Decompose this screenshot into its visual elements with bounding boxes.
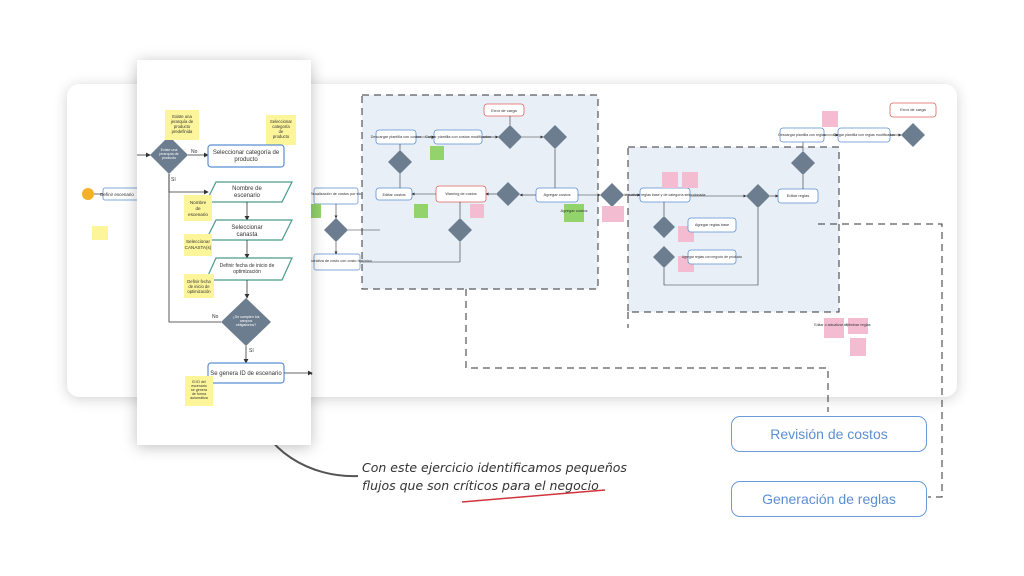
decision-costos-6 [448, 218, 472, 242]
visualizacion-costos-box [313, 187, 359, 205]
annotation-text: Con este ejercicio identificamos pequeño… [362, 459, 642, 495]
comparativa-text: Comparativa de costo con costo histórico [302, 259, 371, 263]
left-sticky [92, 226, 108, 240]
decision-reglas-4 [791, 151, 815, 175]
costos-green-sticky-2 [430, 146, 444, 160]
descargar-reglas-text: Descargar plantilla con reglas [778, 133, 826, 137]
decision-reglas-5 [901, 123, 925, 147]
error-carga-costos [483, 103, 525, 117]
eliminar-reglas-sticky [848, 318, 868, 334]
descargar-plantilla-text: Descargar plantilla con costos [371, 135, 422, 139]
annotation-underline [461, 489, 606, 503]
decision-costos-1 [324, 218, 348, 242]
connector-generacion-reglas [818, 223, 943, 498]
reglas-pink-sticky-2 [682, 172, 698, 188]
zoomed-panel [137, 60, 311, 445]
agregar-costos-sticky [564, 204, 584, 222]
error-carga-reglas-text: Error de carga [900, 107, 926, 112]
editar-reglas-sticky-text: Editar o actualizar reglas [814, 323, 854, 327]
cargar-reglas-text: Cargar plantilla con reglas modificadas [833, 133, 895, 137]
cargar-plantilla-text: Cargar plantilla con costos modificados [425, 135, 491, 139]
visualizar-reglas-sticky [662, 172, 678, 188]
decision-central [600, 183, 624, 207]
central-pink-sticky [602, 206, 624, 222]
visualizar-reglas-text: Visualizar reglas base y de categoría se… [625, 193, 706, 197]
reglas-pink-sticky-5 [822, 111, 838, 127]
start-node [82, 188, 94, 200]
decision-reglas-2 [653, 246, 675, 268]
editar-costos-text: Editar costos [382, 192, 405, 197]
costos-green-sticky-1 [311, 204, 321, 218]
error-carga-costos-text: Error de carga [491, 108, 517, 113]
agregar-reglas-negocio-box [687, 249, 737, 265]
agregar-reglas-base-box [687, 217, 737, 233]
decision-costos-5 [496, 182, 520, 206]
annotation-line-2b: críticos para el negocio [453, 478, 599, 493]
costos-green-sticky-3 [414, 204, 428, 218]
costos-pink-sticky [470, 204, 484, 218]
reglas-pink-sticky-6 [850, 338, 866, 356]
decision-costos-4 [388, 150, 412, 174]
annotation-line-2a: flujos que son [362, 478, 454, 493]
agregar-reglas-negocio-text: Agregar reglas con negocio de producto [682, 255, 742, 259]
agregar-costos-text: Agregar costos [544, 192, 571, 197]
definir-escenario-text: Definir escenario [100, 192, 134, 197]
annotation-line-2: flujos que son críticos para el negocio [362, 477, 642, 495]
agregar-reglas-base-text: Agregar reglas base [695, 223, 729, 227]
decision-costos-2 [498, 125, 522, 149]
decision-costos-3 [543, 125, 567, 149]
connector-revision-costos [465, 289, 829, 412]
decision-reglas-1 [653, 216, 675, 238]
error-carga-reglas [889, 102, 937, 118]
visualizacion-costos-text: Visualización de costos por sku [310, 192, 363, 196]
agregar-costos-sticky-text: Agregar costos [561, 208, 588, 213]
revision-costos-label: Revisión de costos [731, 416, 927, 452]
warning-costos-text: Warning de costos [445, 192, 476, 196]
editar-reglas-sticky [824, 318, 844, 338]
decision-reglas-3 [746, 184, 770, 208]
generacion-reglas-label: Generación de reglas [731, 481, 927, 517]
eliminar-reglas-sticky-text: Eliminar reglas [845, 323, 870, 327]
editar-reglas-text: Editar reglas [787, 193, 809, 198]
annotation-line-1: Con este ejercicio identificamos pequeño… [362, 460, 627, 475]
